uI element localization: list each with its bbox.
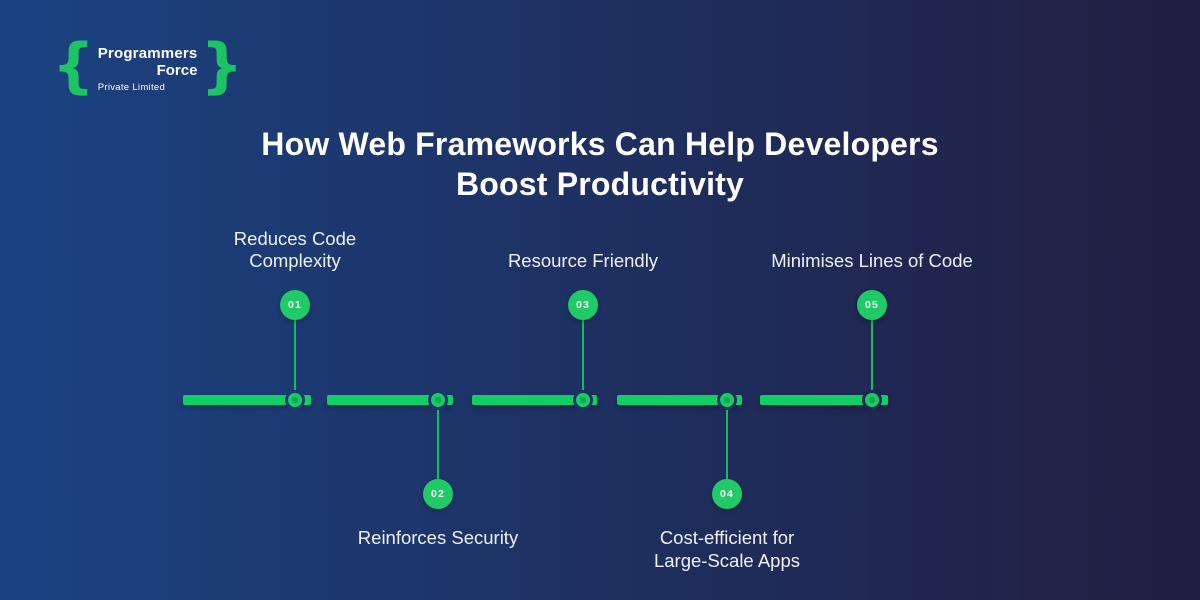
timeline-knob [573, 390, 593, 410]
timeline-knob [717, 390, 737, 410]
timeline-knob [285, 390, 305, 410]
item-number: 01 [287, 299, 303, 311]
logo-name-line1: Programmers [97, 45, 198, 63]
programmers-force-logo: { Programmers Force Private Limited } [52, 31, 244, 101]
item-number-badge: 03 [568, 290, 598, 320]
timeline-segment [327, 395, 453, 405]
page-title-line2: Boost Productivity [455, 166, 745, 203]
item-number-badge: 05 [857, 290, 887, 320]
item-number: 02 [430, 488, 446, 500]
timeline-knob [428, 390, 448, 410]
item-number: 05 [864, 299, 880, 311]
timeline-segment [183, 395, 311, 405]
connector-line [294, 316, 296, 396]
item-number: 04 [719, 488, 735, 500]
connector-line [582, 316, 584, 396]
logo-text: Programmers Force Private Limited [98, 40, 198, 93]
timeline-segment [472, 395, 597, 405]
item-label: Reinforces Security [357, 527, 519, 548]
item-number: 03 [575, 299, 591, 311]
item-number-badge: 02 [423, 479, 453, 509]
item-label: Cost-efficient for Large-Scale Apps [653, 527, 801, 571]
brace-right-icon: } [200, 31, 244, 101]
logo-subtitle: Private Limited [97, 81, 166, 93]
page-title: How Web Frameworks Can Help Developers B… [0, 124, 1200, 205]
item-number-badge: 04 [712, 479, 742, 509]
item-number-badge: 01 [280, 290, 310, 320]
timeline-segment [617, 395, 742, 405]
connector-line [437, 404, 439, 480]
brace-left-icon: { [52, 31, 95, 101]
timeline-segment [760, 395, 888, 405]
item-label: Reduces Code Complexity [233, 227, 357, 272]
timeline-knob [862, 390, 882, 410]
item-label: Minimises Lines of Code [771, 250, 973, 272]
page-title-line1: How Web Frameworks Can Help Developers [261, 126, 939, 162]
connector-line [871, 316, 873, 396]
logo-name-line2: Force [156, 62, 198, 79]
item-label: Resource Friendly [507, 250, 659, 272]
connector-line [726, 404, 728, 480]
